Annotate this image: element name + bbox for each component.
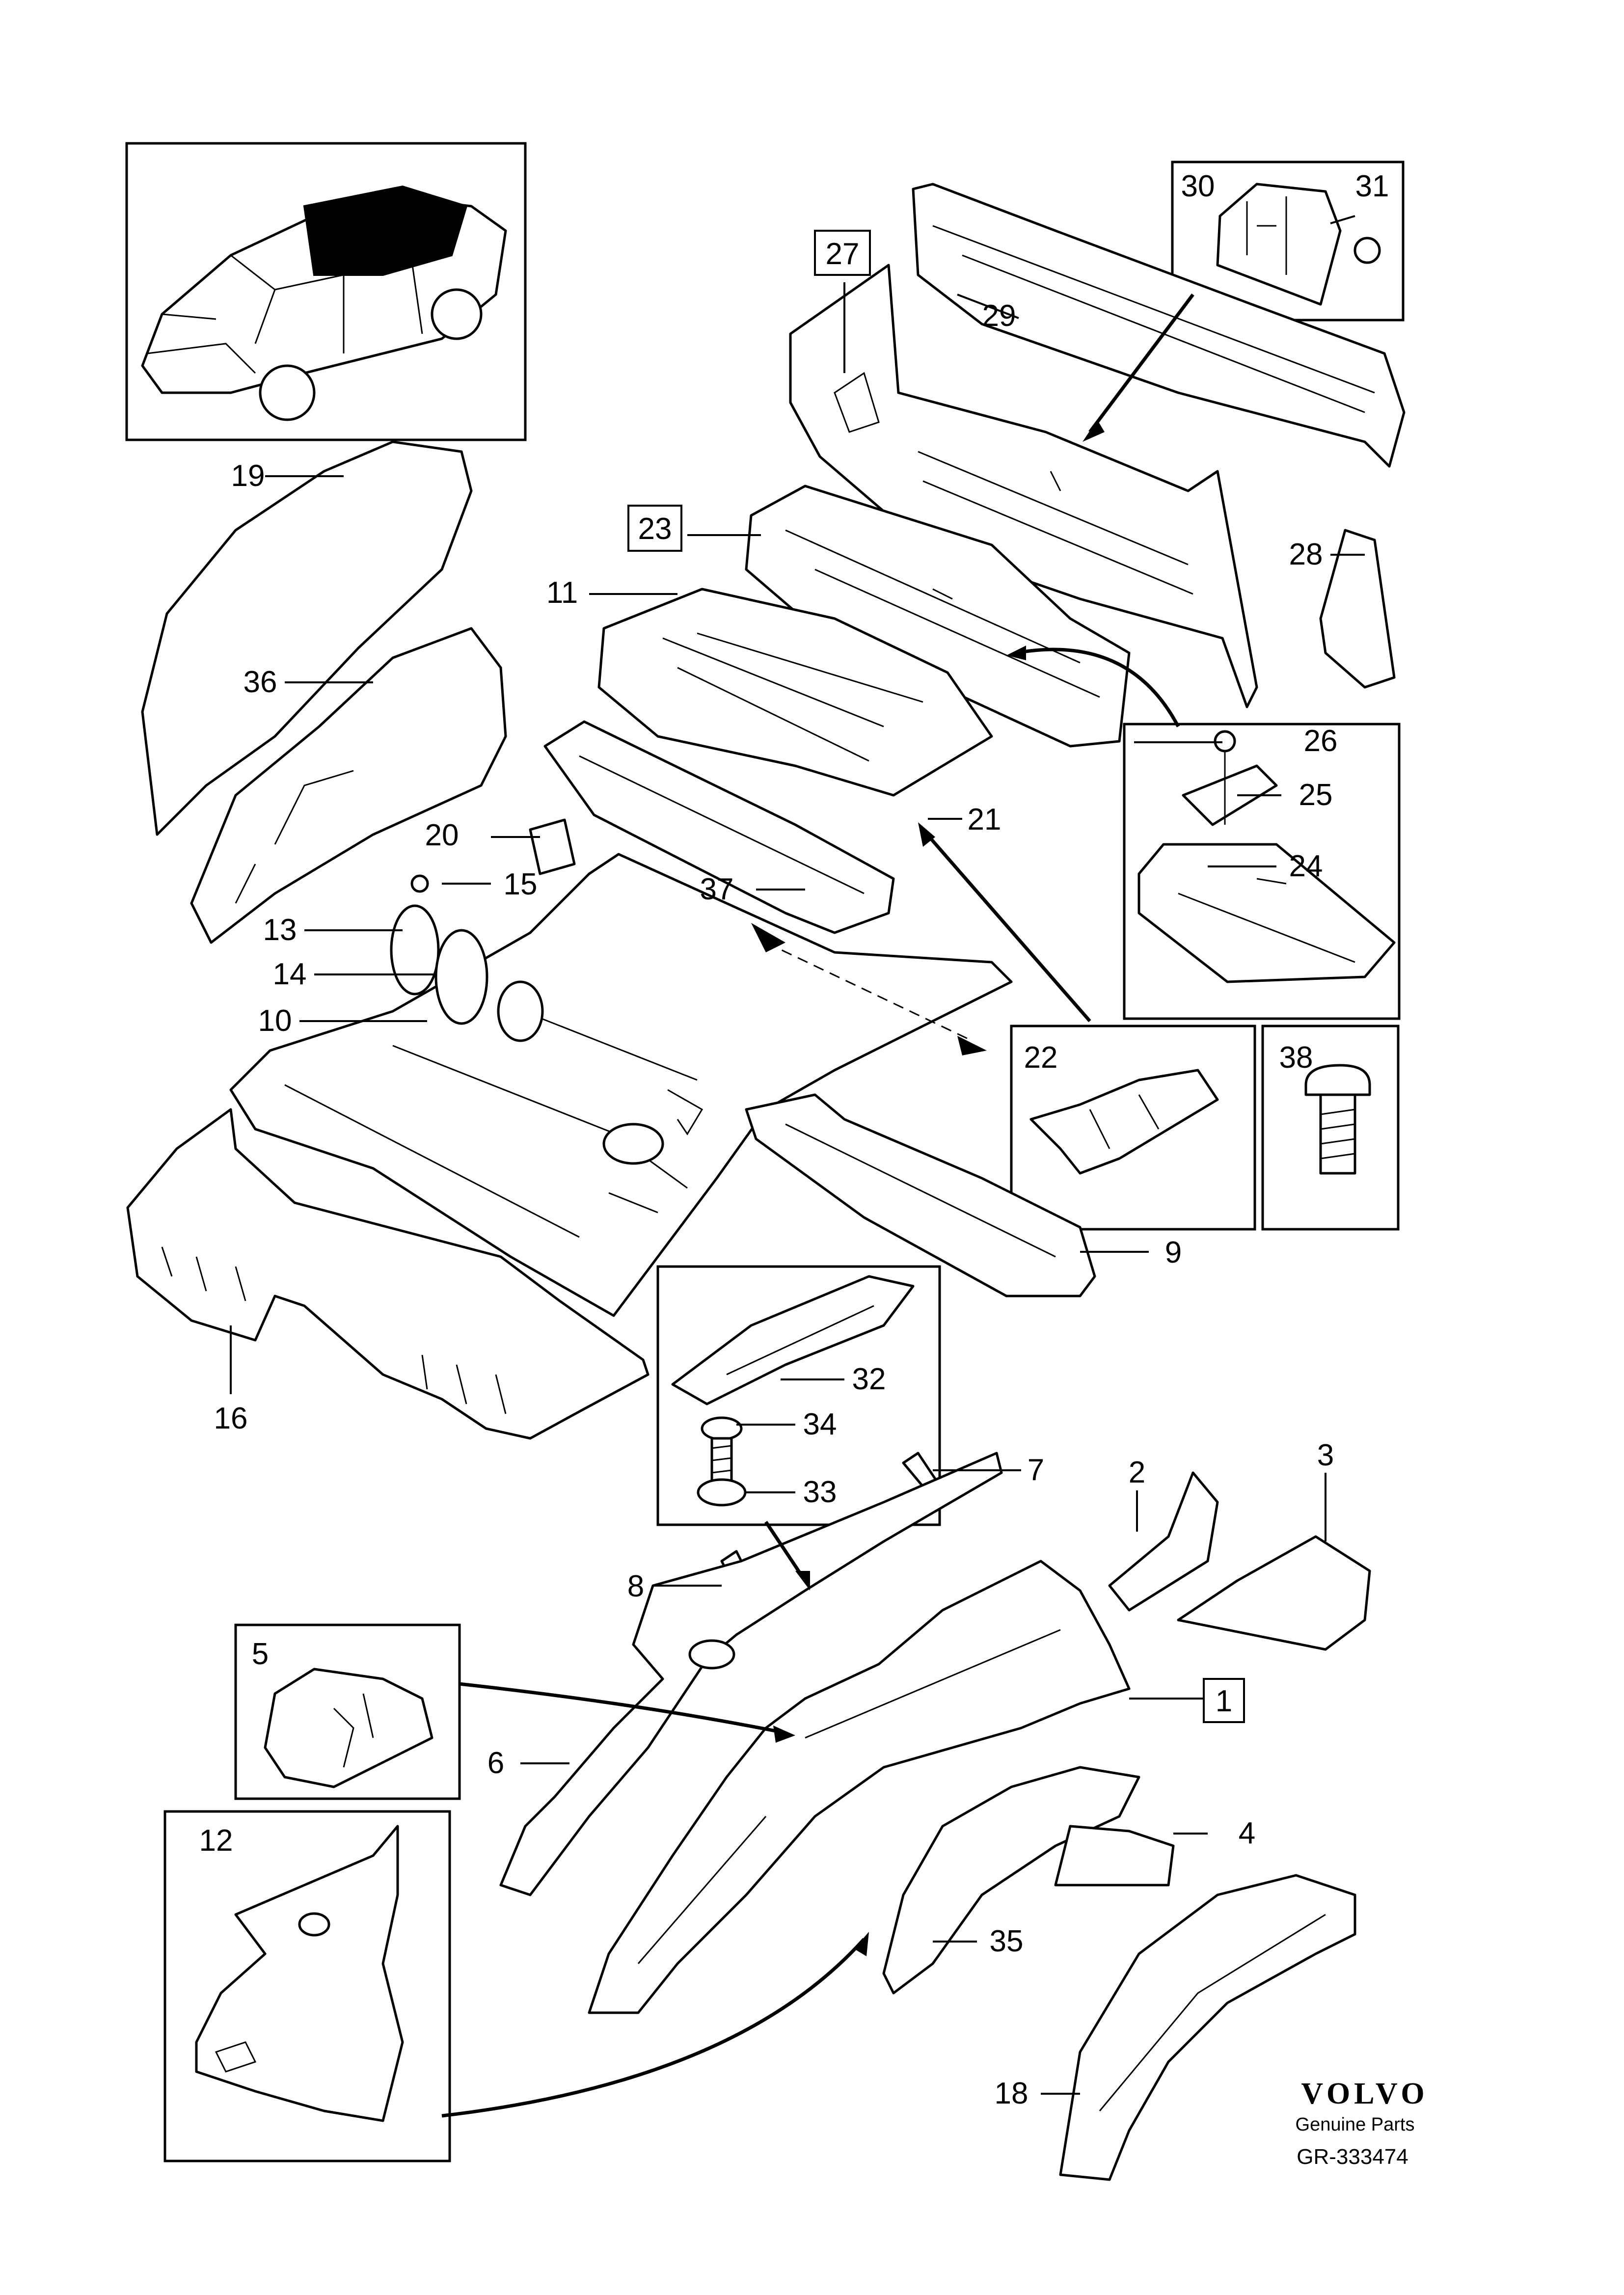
callout-19: 19 (231, 459, 265, 493)
part-1-side-member (588, 1560, 1131, 2014)
callout-7: 7 (1028, 1453, 1044, 1487)
part-4-bracket (1054, 1825, 1175, 1887)
part-27-rear-end-panel (789, 264, 1396, 708)
callout-25: 25 (1299, 778, 1333, 812)
part-11-floor-panel (597, 588, 993, 797)
footer-branding: VOLVO Genuine Parts GR-333474 (1296, 2077, 1428, 2169)
callout-16: 16 (214, 1402, 248, 1435)
part-18-wheelhouse-cover (1059, 1874, 1356, 2181)
callout-27: 27 (826, 237, 860, 271)
callout-22: 22 (1024, 1041, 1058, 1075)
callout-3: 3 (1317, 1438, 1334, 1472)
callout-6: 6 (487, 1746, 504, 1780)
leader-lines (230, 282, 1365, 2095)
callout-35: 35 (990, 1924, 1024, 1958)
parts-13-14-plugs (390, 818, 576, 1042)
part-6-side-member (499, 1452, 1003, 1896)
part-3-bracket (1177, 1535, 1371, 1651)
part-35-wheel-liner (882, 1766, 1140, 1995)
part-23-rear-floor-tub (745, 485, 1131, 748)
inset-32-33-34 (656, 1265, 941, 1526)
brand-logo: VOLVO (1301, 2077, 1428, 2110)
part-9-member (745, 1093, 1096, 1297)
callout-36: 36 (244, 665, 277, 699)
callout-labels: 27 30 31 29 19 23 28 11 36 26 25 21 20 2… (199, 169, 1389, 2110)
callout-4: 4 (1239, 1816, 1255, 1850)
vehicle-overview-inset (125, 142, 527, 441)
callout-33: 33 (803, 1475, 837, 1509)
callout-37: 37 (700, 872, 734, 906)
part-36-wheelhouse-inner (190, 627, 507, 944)
part-10-main-floor (229, 853, 1013, 1317)
callout-32: 32 (852, 1362, 886, 1396)
callout-12: 12 (199, 1824, 233, 1858)
callout-18: 18 (995, 2077, 1029, 2110)
diagram-reference: GR-333474 (1297, 2145, 1408, 2169)
callout-23: 23 (638, 512, 672, 546)
callout-2: 2 (1129, 1456, 1145, 1489)
callout-34: 34 (803, 1407, 837, 1441)
part-37-cross-member (543, 720, 895, 934)
callout-5: 5 (252, 1637, 269, 1671)
callout-15: 15 (504, 867, 538, 901)
part-2-bracket (1108, 1471, 1219, 1612)
callout-30: 30 (1181, 169, 1215, 203)
inset-12 (163, 1810, 451, 2162)
brand-tagline: Genuine Parts (1296, 2114, 1415, 2135)
callout-11: 11 (546, 576, 578, 610)
callout-9: 9 (1165, 1236, 1182, 1269)
callout-38: 38 (1279, 1041, 1313, 1075)
assembly-arrows (441, 293, 1194, 2118)
callout-21: 21 (968, 803, 1001, 837)
callout-14: 14 (273, 957, 307, 991)
callout-31: 31 (1355, 169, 1389, 203)
inset-5 (234, 1623, 461, 1800)
callout-1: 1 (1216, 1684, 1232, 1718)
callout-29: 29 (982, 299, 1016, 333)
inset-38 (1261, 1025, 1400, 1231)
callout-13: 13 (263, 913, 297, 947)
callout-20: 20 (425, 818, 459, 852)
callout-24: 24 (1289, 849, 1323, 883)
callout-8: 8 (627, 1569, 644, 1603)
inset-22 (1010, 1025, 1256, 1231)
callout-28: 28 (1289, 538, 1323, 571)
callout-10: 10 (258, 1004, 292, 1038)
inset-24-25-26 (1123, 723, 1401, 1020)
part-16-rear-crossmember (126, 1108, 650, 1440)
callout-26: 26 (1304, 724, 1338, 758)
part-19-wheelhouse-outer (141, 440, 473, 836)
